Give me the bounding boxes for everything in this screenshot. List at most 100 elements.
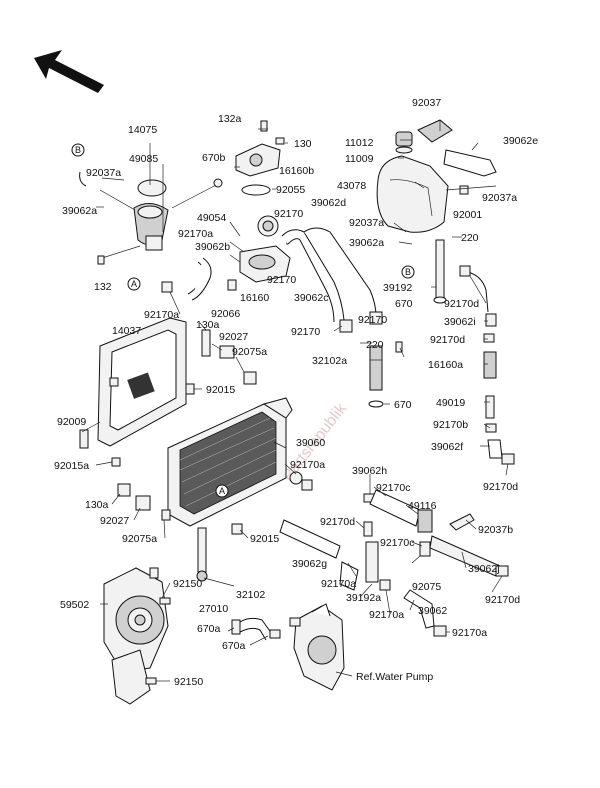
hose-27010 bbox=[231, 617, 281, 641]
label-39060: 39060 bbox=[296, 437, 325, 449]
label-92170a: 92170a bbox=[452, 627, 487, 639]
thermostat-16160 bbox=[227, 215, 296, 291]
marker-b-mid-label: B bbox=[405, 267, 411, 277]
label-14075: 14075 bbox=[128, 124, 157, 136]
leader-lines bbox=[81, 120, 509, 682]
marker-b-top-label: B bbox=[75, 145, 81, 155]
label-49116: 49116 bbox=[408, 500, 437, 512]
label-39062b: 39062b bbox=[195, 241, 230, 253]
marker-a-mid-label: A bbox=[219, 486, 225, 496]
label-32102a: 32102a bbox=[312, 355, 347, 367]
label-39062: 39062 bbox=[418, 605, 447, 617]
label-14037: 14037 bbox=[112, 325, 141, 337]
label-92150: 92150 bbox=[174, 676, 203, 688]
marker-a-mid: A bbox=[215, 484, 229, 498]
label-49054: 49054 bbox=[197, 212, 226, 224]
label-670: 670 bbox=[395, 298, 413, 310]
label-39062j: 39062j bbox=[468, 563, 500, 575]
label-16160a: 16160a bbox=[428, 359, 463, 371]
label-92170b: 92170b bbox=[433, 419, 468, 431]
marker-b-top: B bbox=[71, 143, 85, 157]
label-92170: 92170 bbox=[274, 208, 303, 220]
thermostat-housing-left bbox=[79, 171, 223, 265]
label-39062d: 39062d bbox=[311, 197, 346, 209]
label-92027: 92027 bbox=[219, 331, 248, 343]
label-92055: 92055 bbox=[276, 184, 305, 196]
label-39062a: 39062a bbox=[62, 205, 97, 217]
label-220: 220 bbox=[366, 339, 384, 351]
label-27010: 27010 bbox=[199, 603, 228, 615]
label-92037a: 92037a bbox=[86, 167, 121, 179]
label-92170c: 92170c bbox=[380, 537, 414, 549]
label-92037b: 92037b bbox=[478, 524, 513, 536]
marker-b-mid: B bbox=[401, 265, 415, 279]
label-43078: 43078 bbox=[337, 180, 366, 192]
label-670a: 670a bbox=[222, 640, 246, 652]
label-39062e: 39062e bbox=[503, 135, 538, 147]
label-39062a: 39062a bbox=[349, 237, 384, 249]
reservoir-tank-43078 bbox=[376, 119, 497, 233]
label-49085: 49085 bbox=[129, 153, 158, 165]
marker-a-top-label: A bbox=[131, 279, 137, 289]
label-92170: 92170 bbox=[267, 274, 296, 286]
label-39062h: 39062h bbox=[352, 465, 387, 477]
label-92170a: 92170a bbox=[178, 228, 213, 240]
label-92015: 92015 bbox=[206, 384, 235, 396]
label-220: 220 bbox=[461, 232, 479, 244]
label-ref-water-pump: Ref.Water Pump bbox=[356, 671, 433, 683]
label-92170d: 92170d bbox=[444, 298, 479, 310]
label-92075: 92075 bbox=[412, 581, 441, 593]
label-130a: 130a bbox=[85, 499, 109, 511]
radiator-shroud-14037 bbox=[97, 317, 187, 447]
label-92075a: 92075a bbox=[122, 533, 157, 545]
label-39062g: 39062g bbox=[292, 558, 327, 570]
ref-water-pump bbox=[289, 603, 353, 691]
clamp-92170a bbox=[161, 281, 173, 293]
label-92170c: 92170c bbox=[376, 482, 410, 494]
label-92150: 92150 bbox=[173, 578, 202, 590]
hoses-39062c-39062d bbox=[281, 227, 383, 333]
label-39192a: 39192a bbox=[346, 592, 381, 604]
label-59502: 59502 bbox=[60, 599, 89, 611]
marker-a-top: A bbox=[127, 277, 141, 291]
label-132: 132 bbox=[94, 281, 112, 293]
label-92170d: 92170d bbox=[320, 516, 355, 528]
pipe-32102a bbox=[368, 341, 403, 408]
label-92170d: 92170d bbox=[430, 334, 465, 346]
label-32102: 32102 bbox=[236, 589, 265, 601]
hose-39062b-edge bbox=[191, 257, 212, 301]
label-670a: 670a bbox=[197, 623, 221, 635]
radiator-mount-parts bbox=[79, 329, 235, 521]
label-49019: 49019 bbox=[436, 397, 465, 409]
label-132a: 132a bbox=[218, 113, 242, 125]
radiator-core-39060 bbox=[167, 371, 303, 582]
label-92037a: 92037a bbox=[482, 192, 517, 204]
label-16160b: 16160b bbox=[279, 165, 314, 177]
label-92170d: 92170d bbox=[485, 594, 520, 606]
label-92037: 92037 bbox=[412, 97, 441, 109]
label-92075a: 92075a bbox=[232, 346, 267, 358]
label-39062f: 39062f bbox=[431, 441, 463, 453]
label-92001: 92001 bbox=[453, 209, 482, 221]
label-92170a: 92170a bbox=[369, 609, 404, 621]
label-39062i: 39062i bbox=[444, 316, 476, 328]
thermostat-cover-16160b bbox=[235, 120, 285, 196]
label-92170d: 92170d bbox=[483, 481, 518, 493]
label-11009: 11009 bbox=[345, 153, 374, 165]
label-670b: 670b bbox=[202, 152, 226, 164]
reservoir-hose-parts bbox=[433, 239, 515, 465]
label-670: 670 bbox=[394, 399, 412, 411]
label-16160: 16160 bbox=[240, 292, 269, 304]
label-92170: 92170 bbox=[358, 314, 387, 326]
callout-labels: 14075 49085 92037a 39062a 132 92170a 490… bbox=[54, 97, 538, 688]
label-39192: 39192 bbox=[383, 282, 412, 294]
label-130: 130 bbox=[294, 138, 312, 150]
label-92015: 92015 bbox=[250, 533, 279, 545]
label-92009: 92009 bbox=[57, 416, 86, 428]
label-92170a: 92170a bbox=[144, 309, 179, 321]
label-92015a: 92015a bbox=[54, 460, 89, 472]
label-39062c: 39062c bbox=[294, 292, 328, 304]
label-92170: 92170 bbox=[291, 326, 320, 338]
label-92027: 92027 bbox=[100, 515, 129, 527]
